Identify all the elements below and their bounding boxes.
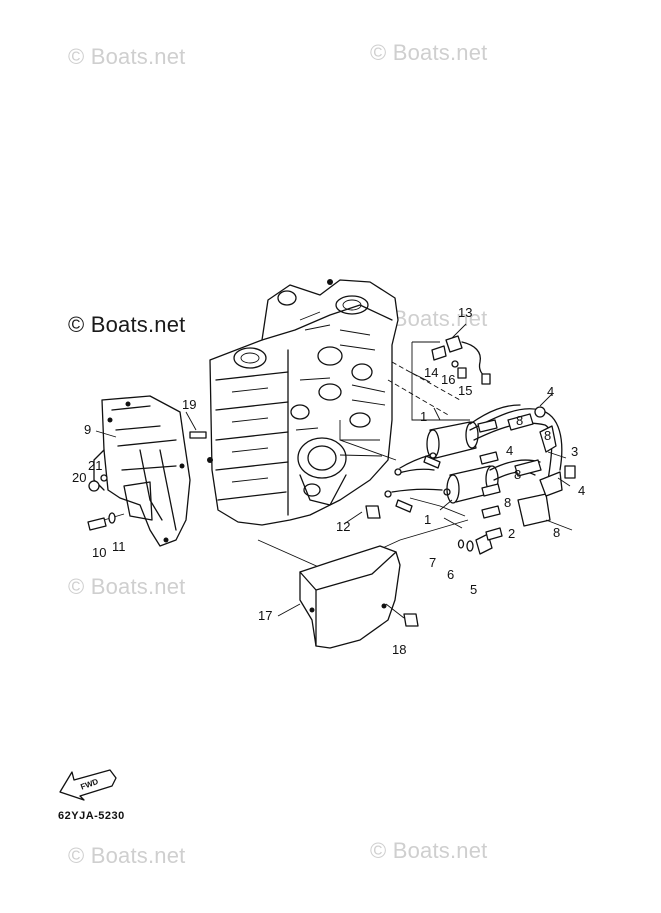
electrical-cover: [299, 545, 401, 649]
callout-9: 9: [84, 422, 92, 437]
engine-block: [207, 279, 399, 526]
callout-8: 8: [553, 525, 561, 540]
callout-5: 5: [470, 582, 478, 597]
callout-7: 7: [429, 555, 437, 570]
callout-8: 8: [514, 467, 522, 482]
callout-4: 4: [578, 483, 586, 498]
diagram-code: 62YJA-5230: [58, 810, 125, 822]
callout-4: 4: [547, 384, 555, 399]
mounting-bracket: [93, 395, 191, 547]
watermark: © Boats.net: [370, 40, 488, 65]
callout-13: 13: [458, 305, 473, 320]
callout-2: 2: [508, 526, 516, 541]
callout-19: 19: [182, 397, 197, 412]
callout-4: 4: [506, 443, 514, 458]
callout-3: 3: [571, 444, 579, 459]
callout-10: 10: [92, 545, 107, 560]
callout-12: 12: [336, 519, 351, 534]
callout-20: 20: [72, 470, 87, 485]
callout-14: 14: [424, 365, 439, 380]
callout-11: 11: [112, 539, 126, 554]
watermark: © Boats.net: [370, 838, 488, 863]
fwd-arrow-icon: FWD: [59, 769, 117, 801]
callout-17: 17: [258, 608, 273, 623]
callout-1: 1: [420, 409, 428, 424]
watermark: © Boats.net: [68, 843, 186, 868]
callout-21: 21: [88, 458, 103, 473]
watermark: © Boats.net: [68, 44, 186, 69]
ignition-coil-upper: [426, 421, 479, 460]
ignition-coil-lower: [443, 465, 499, 504]
callout-16: 16: [441, 372, 456, 387]
watermark: © Boats.net: [68, 574, 186, 599]
callout-8: 8: [516, 413, 524, 428]
watermark: © Boats.net: [68, 312, 186, 337]
callout-1: 1: [424, 512, 432, 527]
callout-15: 15: [458, 383, 473, 398]
callout-8: 8: [504, 495, 512, 510]
callout-18: 18: [392, 642, 407, 657]
callout-6: 6: [447, 567, 455, 582]
callout-8: 8: [544, 428, 552, 443]
